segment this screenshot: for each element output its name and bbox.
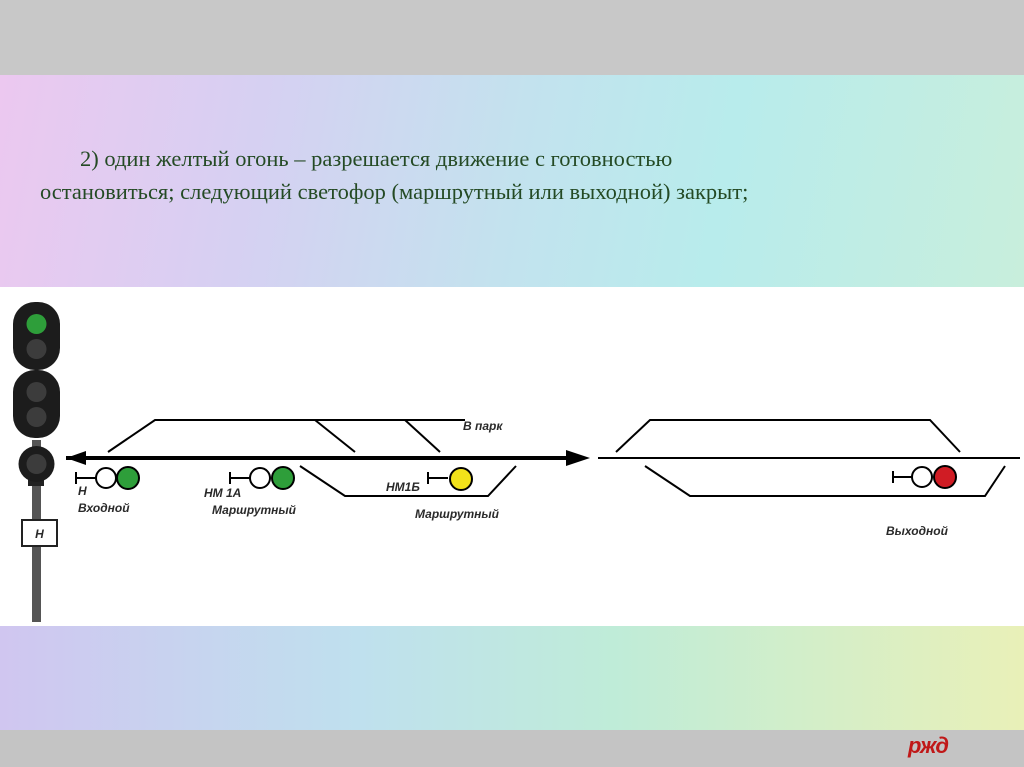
footer-gradient [0,626,1024,730]
mast-bracket [28,478,44,486]
rzd-logo: ржд [908,733,949,758]
upper-off-lamp [26,339,47,359]
entry-signal-name: Входной [78,501,130,515]
route2-signal-name: Маршрутный [415,507,500,521]
mast-plate-letter: Н [35,527,44,541]
park-label: В парк [463,419,503,433]
track-arrow-right [566,450,590,466]
entry-lamp-off [95,467,117,489]
entry-signal-letter: Н [78,484,87,498]
middle-off-lamp-2 [26,407,47,427]
bottom-band [0,730,1024,767]
exit-lamp-red [933,465,957,489]
route1-lamp-green [271,466,295,490]
signal-head-middle [13,370,60,438]
route1-signal-code: НМ 1А [204,486,241,500]
exit-lamp-off [911,466,933,488]
park-switch-1 [314,419,356,453]
lower-off-lamp [26,454,47,474]
park-switch-2 [404,419,441,453]
top-band [0,0,1024,75]
route2-signal-code: НМ1Б [386,480,420,494]
lower-siding [299,465,517,497]
route2-lamp-yellow [449,467,473,491]
exit-signal-name: Выходной [886,524,949,538]
entry-lamp-green [116,466,140,490]
park-siding [107,419,465,453]
signal-head-upper [13,302,60,370]
mast-plate [21,519,58,547]
middle-off-lamp-1 [26,382,47,402]
route1-lamp-off [249,467,271,489]
station-lower-track [644,465,1006,497]
track-arrow-left [66,451,86,465]
header-gradient [0,75,1024,287]
station-upper-track [615,419,961,453]
upper-green-lamp [26,314,47,334]
paragraph-line-2: остановиться; следующий светофор (маршру… [40,179,749,204]
route1-signal-name: Маршрутный [212,503,297,517]
slide-paragraph: 2) один желтый огонь – разрешается движе… [40,142,978,208]
paragraph-line-1: 2) один желтый огонь – разрешается движе… [80,146,673,171]
